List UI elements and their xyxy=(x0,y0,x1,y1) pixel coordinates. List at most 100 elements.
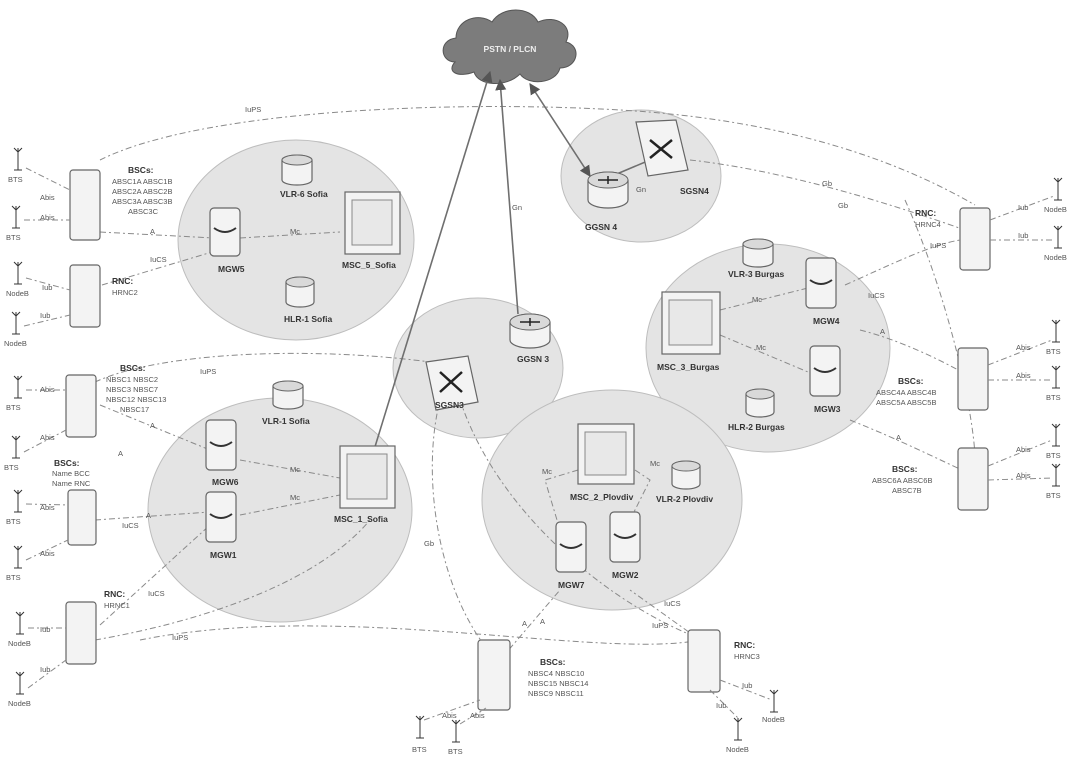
link-iub-5 xyxy=(719,679,773,701)
rnc-left-top: RNC: HRNC2 xyxy=(69,264,138,328)
rnc-left-top-title: RNC: xyxy=(112,276,133,286)
nodeb-antenna-icon: NodeB xyxy=(4,311,27,348)
link-right-mgw4 xyxy=(844,239,961,286)
nodeb-label: NodeB xyxy=(762,715,785,724)
nodeb-antenna-icon: NodeB xyxy=(8,611,31,648)
link-mc-sofia-top xyxy=(239,231,341,239)
label-gb-right-2: Gb xyxy=(838,201,848,210)
msc-5-sofia: MSC_5_Sofia xyxy=(342,191,401,270)
link-abis-11 xyxy=(987,439,1053,467)
label-iub-left-1: Iub xyxy=(42,283,52,292)
link-left-iucs2 xyxy=(99,524,211,626)
mgw6: MGW6 xyxy=(205,419,239,487)
nodeb-antenna-icon: NodeB xyxy=(762,689,785,724)
vlr-3-burgas-label: VLR-3 Burgas xyxy=(728,269,784,279)
vlr-1-sofia: VLR-1 Sofia xyxy=(262,380,310,426)
rnc-bottom-right: RNC: HRNC3 xyxy=(687,629,760,693)
label-iub-left-2: Iub xyxy=(40,311,50,320)
nodeb-label: NodeB xyxy=(1044,253,1067,262)
label-abis-left-2: Abis xyxy=(40,213,55,222)
label-iub-right-1: Iub xyxy=(1018,203,1028,212)
bts-label: BTS xyxy=(8,175,23,184)
label-a-mid: A xyxy=(150,421,155,430)
radio-sites: BTS BTS NodeB NodeB BTS BTS BTS BTS xyxy=(4,147,1067,756)
link-abis-1 xyxy=(25,167,71,191)
label-abis-bottom-2: Abis xyxy=(470,711,485,720)
arrow-msc1-cloud xyxy=(373,70,493,451)
link-labels: IuPS Gb Gb IuPS IuCS A A Abis Abis Iub I… xyxy=(40,105,1031,720)
bts-label: BTS xyxy=(1046,393,1061,402)
mgw1: MGW1 xyxy=(205,491,237,560)
bts-antenna-icon: BTS xyxy=(6,375,23,412)
label-abis-right-3: Abis xyxy=(1016,445,1031,454)
bsc-right-mid-line-1: ABSC4A ABSC4B xyxy=(876,388,936,397)
bts-label: BTS xyxy=(4,463,19,472)
bts-antenna-icon: BTS xyxy=(1046,365,1061,402)
nodeb-label: NodeB xyxy=(726,745,749,754)
link-right-a1 xyxy=(859,329,963,373)
label-mc-top: Mc xyxy=(290,227,300,236)
label-a-right: A xyxy=(880,327,885,336)
link-left-iucs xyxy=(101,251,213,286)
bsc-mid-left-title: BSCs: xyxy=(120,363,146,373)
vlr-6-sofia-label: VLR-6 Sofia xyxy=(280,189,328,199)
pstn-cloud: PSTN / PLCN xyxy=(442,9,577,84)
msc-2-plovdiv: MSC_2_Plovdiv xyxy=(570,423,635,502)
msc-5-sofia-label: MSC_5_Sofia xyxy=(342,260,396,270)
nodeb-label: NodeB xyxy=(1044,205,1067,214)
mgw2: MGW2 xyxy=(609,511,641,580)
label-abis-left-5: Abis xyxy=(40,503,55,512)
label-abis-bottom-1: Abis xyxy=(442,711,457,720)
sgsn3: SGSN3 xyxy=(425,355,479,411)
vlr-3-burgas: VLR-3 Burgas xyxy=(728,238,784,279)
sgsn4-label: SGSN4 xyxy=(680,186,709,196)
zone-plovdiv xyxy=(481,389,743,611)
bts-label: BTS xyxy=(1046,451,1061,460)
bsc-top-left-line-1: ABSC1A ABSC1B xyxy=(112,177,172,186)
label-abis-right-1: Abis xyxy=(1016,343,1031,352)
msc-2-plovdiv-label: MSC_2_Plovdiv xyxy=(570,492,634,502)
bsc-top-left: BSCs: ABSC1A ABSC1B ABSC2A ABSC2B ABSC3A… xyxy=(69,165,172,241)
rnc-bottom-right-title: RNC: xyxy=(734,640,755,650)
vlr-2-plovdiv: VLR-2 Plovdiv xyxy=(656,460,713,504)
label-a-left-bottom: A xyxy=(146,511,151,520)
msc-3-burgas: MSC_3_Burgas xyxy=(657,291,721,372)
label-iucs-top: IuCS xyxy=(150,255,167,264)
nodeb-label: NodeB xyxy=(6,289,29,298)
mgw7-label: MGW7 xyxy=(558,580,585,590)
hlr-2-burgas-label: HLR-2 Burgas xyxy=(728,422,785,432)
link-iub-1 xyxy=(25,277,71,291)
bts-antenna-icon: BTS xyxy=(6,205,21,242)
label-abis-right-4: Abis xyxy=(1016,471,1031,480)
nodeb-label: NodeB xyxy=(8,699,31,708)
link-abis-6 xyxy=(25,539,69,561)
bsc-mid-left: BSCs: NBSC1 NBSC2 NBSC3 NBSC7 NBSC12 NBS… xyxy=(65,363,166,438)
bsc-top-left-line-3: ABSC3A ABSC3B xyxy=(112,197,172,206)
mgw7: MGW7 xyxy=(555,521,587,590)
bts-label: BTS xyxy=(1046,491,1061,500)
label-mc-mid-2: Mc xyxy=(290,493,300,502)
bts-antenna-icon: BTS xyxy=(448,719,463,756)
link-abis-7 xyxy=(423,699,481,721)
mgw5-label: MGW5 xyxy=(218,264,245,274)
bts-label: BTS xyxy=(412,745,427,754)
link-left-mid-a2 xyxy=(94,511,211,521)
bsc-right-bottom-line-2: ABSC7B xyxy=(892,486,922,495)
label-iups-right: IuPS xyxy=(930,241,946,250)
msc-3-burgas-label: MSC_3_Burgas xyxy=(657,362,720,372)
nodeb-label: NodeB xyxy=(8,639,31,648)
ggsn3-label: GGSN 3 xyxy=(517,354,549,364)
bsc-mid-left-line-1: NBSC1 NBSC2 xyxy=(106,375,158,384)
bts-antenna-icon: BTS xyxy=(8,147,23,184)
label-a-plovdiv-2: A xyxy=(540,617,545,626)
link-mc-plovdiv2 xyxy=(624,469,651,531)
link-mc-sofia-bottom2 xyxy=(239,494,341,516)
link-mc-sofia-bottom xyxy=(239,459,341,479)
bts-label: BTS xyxy=(1046,347,1061,356)
bts-label: BTS xyxy=(6,517,21,526)
bsc-top-left-line-4: ABSC3C xyxy=(128,207,159,216)
zone-sofia-top xyxy=(177,139,415,341)
bts-antenna-icon: BTS xyxy=(1046,319,1061,356)
label-iucs-plovdiv: IuCS xyxy=(664,599,681,608)
label-iups-plovdiv: IuPS xyxy=(652,621,668,630)
